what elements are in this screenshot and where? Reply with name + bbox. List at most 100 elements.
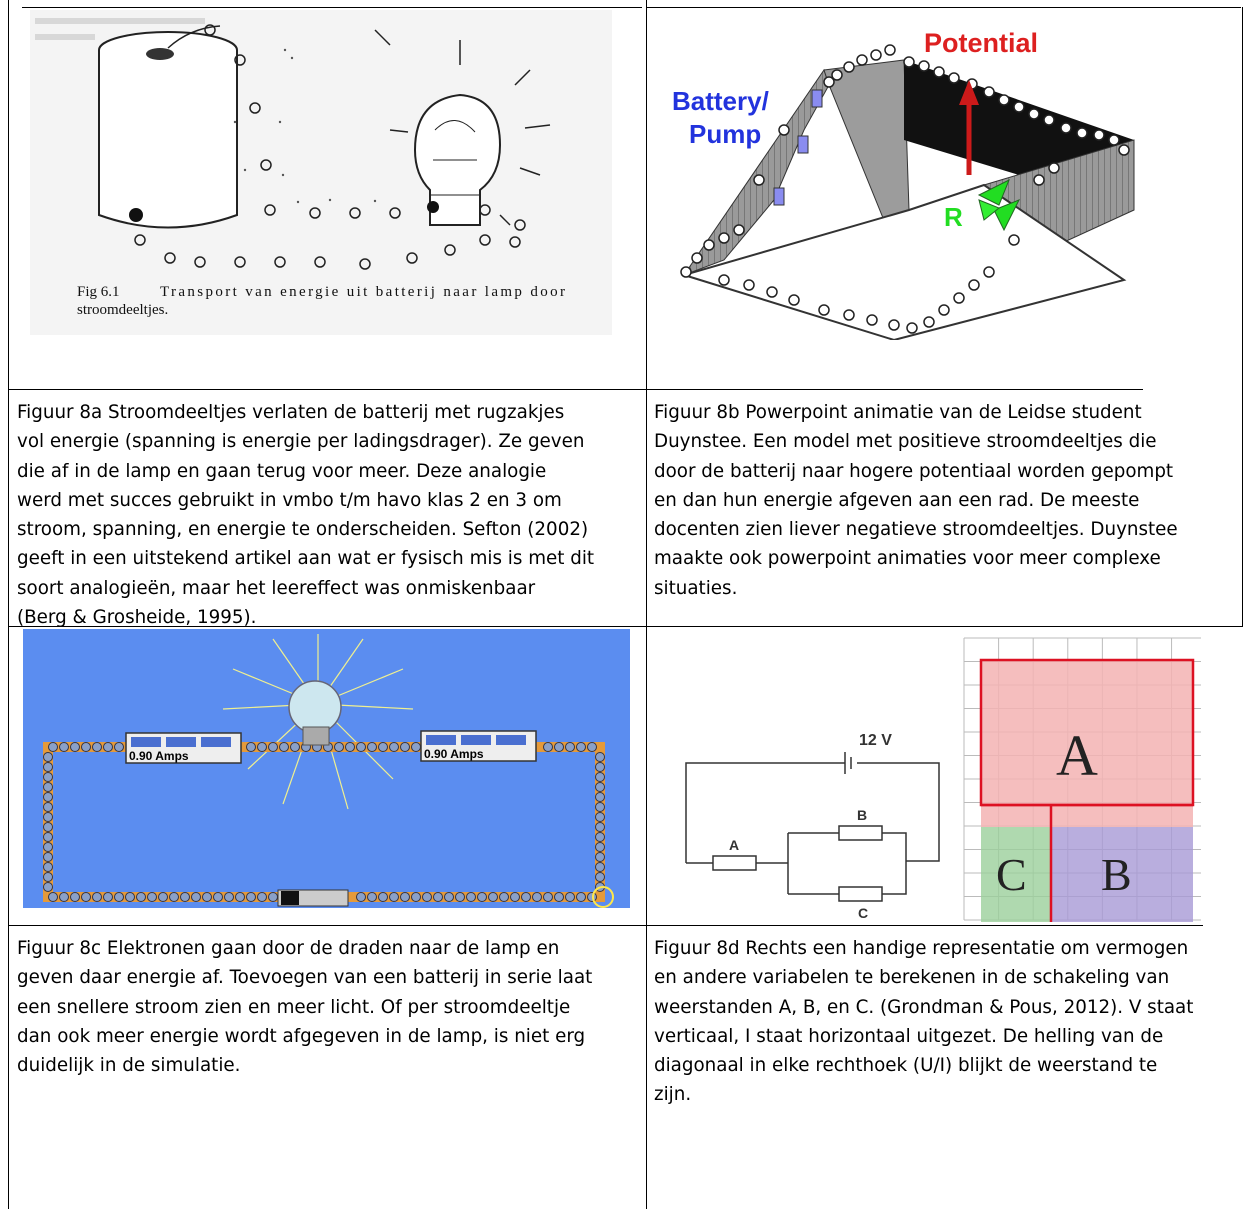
electron-bead (92, 892, 102, 902)
electron-bead (59, 742, 69, 752)
electron-bead (125, 892, 135, 902)
caption-line: Figuur 8a Stroomdeeltjes verlaten de bat… (17, 402, 565, 423)
electron-bead (59, 892, 69, 902)
fig61-label: Fig 6.1 (77, 284, 120, 300)
electron-bead (70, 892, 80, 902)
electron-bead (422, 892, 432, 902)
electron-bead (444, 892, 454, 902)
row-divider-2 (8, 626, 1243, 627)
caption-8c: Figuur 8c Elektronen gaan door de draden… (17, 934, 642, 1080)
caption-line: Figuur 8c Elektronen gaan door de draden… (17, 938, 560, 959)
electron-bead (169, 892, 179, 902)
electron-bead (246, 742, 256, 752)
caption-line: Figuur 8d Rechts een handige representat… (654, 938, 1189, 959)
electron-bead (400, 742, 410, 752)
potential-label: Potential (924, 28, 1038, 58)
electron-bead (246, 892, 256, 902)
electron-bead (48, 742, 58, 752)
region-a-label: A (1056, 723, 1098, 788)
caption-line: vol energie (spanning is energie per lad… (17, 431, 585, 453)
electron-bead (595, 812, 605, 822)
caption-line: stroom, spanning, en energie te ondersch… (17, 519, 589, 541)
electron-bead (268, 892, 278, 902)
electron-bead (345, 742, 355, 752)
electron-bead (279, 742, 289, 752)
electron-bead (290, 742, 300, 752)
figure-8a-image: Fig 6.1 Transport van energie uit batter… (30, 10, 612, 335)
electron-bead (334, 742, 344, 752)
electron-bead (595, 832, 605, 842)
electron-bead (554, 742, 564, 752)
electron-bead (356, 742, 366, 752)
electron-bead (43, 852, 53, 862)
resistor-r-label: R (944, 202, 963, 232)
electron-bead (400, 892, 410, 902)
resistor-a-label: A (729, 837, 739, 853)
caption-line: diagonaal in elke rechthoek (U/I) blijkt… (654, 1055, 1158, 1077)
resistor-c-label: C (858, 905, 868, 921)
battery-label: Battery/ (672, 86, 769, 116)
electron-bead (532, 892, 542, 902)
electron-bead (257, 742, 267, 752)
electron-bead (595, 752, 605, 762)
electron-bead (224, 892, 234, 902)
caption-8b: Figuur 8b Powerpoint animatie van de Lei… (654, 398, 1239, 603)
electron-bead (576, 892, 586, 902)
electron-bead (543, 742, 553, 752)
electron-bead (576, 742, 586, 752)
electron-bead (543, 892, 553, 902)
electron-bead (433, 892, 443, 902)
electron-bead (521, 892, 531, 902)
electron-bead (595, 872, 605, 882)
electron-bead (587, 742, 597, 752)
caption-line: Duynstee. Een model met positieve stroom… (654, 431, 1157, 453)
pump-label: Pump (689, 119, 761, 149)
electron-bead (114, 742, 124, 752)
electron-bead (367, 742, 377, 752)
charge-carriers (134, 24, 526, 270)
electron-bead (595, 802, 605, 812)
caption-line: en andere variabelen te berekenen in de … (654, 967, 1170, 989)
caption-8a: Figuur 8a Stroomdeeltjes verlaten de bat… (17, 398, 642, 632)
ammeter-left-reading: 0.90 Amps (129, 749, 189, 763)
fig61-caption-line2: stroomdeeltjes. (77, 302, 168, 318)
figure-8b-image: Potential Battery/ Pump R (654, 10, 1139, 340)
electron-bead (43, 752, 53, 762)
electron-bead (43, 782, 53, 792)
electron-bead (411, 892, 421, 902)
electron-bead (180, 892, 190, 902)
caption-line: geeft in een uitstekend artikel aan wat … (17, 548, 595, 570)
figure-8d-image: 12 V A B C A C B (661, 630, 1202, 922)
electron-bead (477, 892, 487, 902)
caption-line: zijn. (654, 1084, 692, 1106)
electron-bead (510, 892, 520, 902)
electron-bead (43, 862, 53, 872)
caption-line: situaties. (654, 577, 738, 599)
electron-bead (48, 892, 58, 902)
electron-bead (455, 892, 465, 902)
electron-bead (565, 742, 575, 752)
caption-line: geven daar energie af. Toevoegen van een… (17, 967, 593, 989)
electron-bead (103, 892, 113, 902)
electron-bead (81, 742, 91, 752)
electron-bead (235, 892, 245, 902)
row-divider-4 (8, 925, 1203, 926)
caption-line: verticaal, I staat horizontaal uitgezet.… (654, 1025, 1164, 1047)
caption-line: Figuur 8b Powerpoint animatie van de Lei… (654, 402, 1142, 423)
electron-bead (43, 802, 53, 812)
electron-bead (43, 842, 53, 852)
electron-bead (114, 892, 124, 902)
table-left-border (8, 0, 9, 1209)
electron-bead (213, 892, 223, 902)
voltage-label: 12 V (859, 732, 892, 749)
electron-bead (43, 872, 53, 882)
electron-bead (378, 742, 388, 752)
electron-bead (389, 742, 399, 752)
electron-bead (158, 892, 168, 902)
region-b-label: B (1101, 849, 1132, 900)
electron-bead (378, 892, 388, 902)
caption-line: dan ook meer energie wordt afgegeven in … (17, 1025, 586, 1047)
table-top-border (22, 7, 642, 8)
electron-bead (595, 842, 605, 852)
electron-bead (466, 892, 476, 902)
